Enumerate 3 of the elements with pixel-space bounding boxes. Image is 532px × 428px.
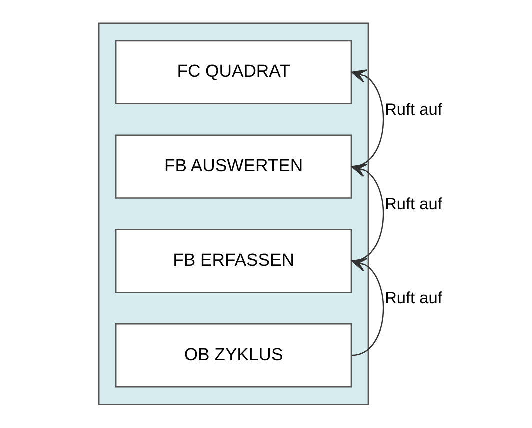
edge-label: Ruft auf <box>384 290 442 308</box>
edge-label: Ruft auf <box>384 100 442 119</box>
edge-label: Ruft auf <box>384 195 442 214</box>
